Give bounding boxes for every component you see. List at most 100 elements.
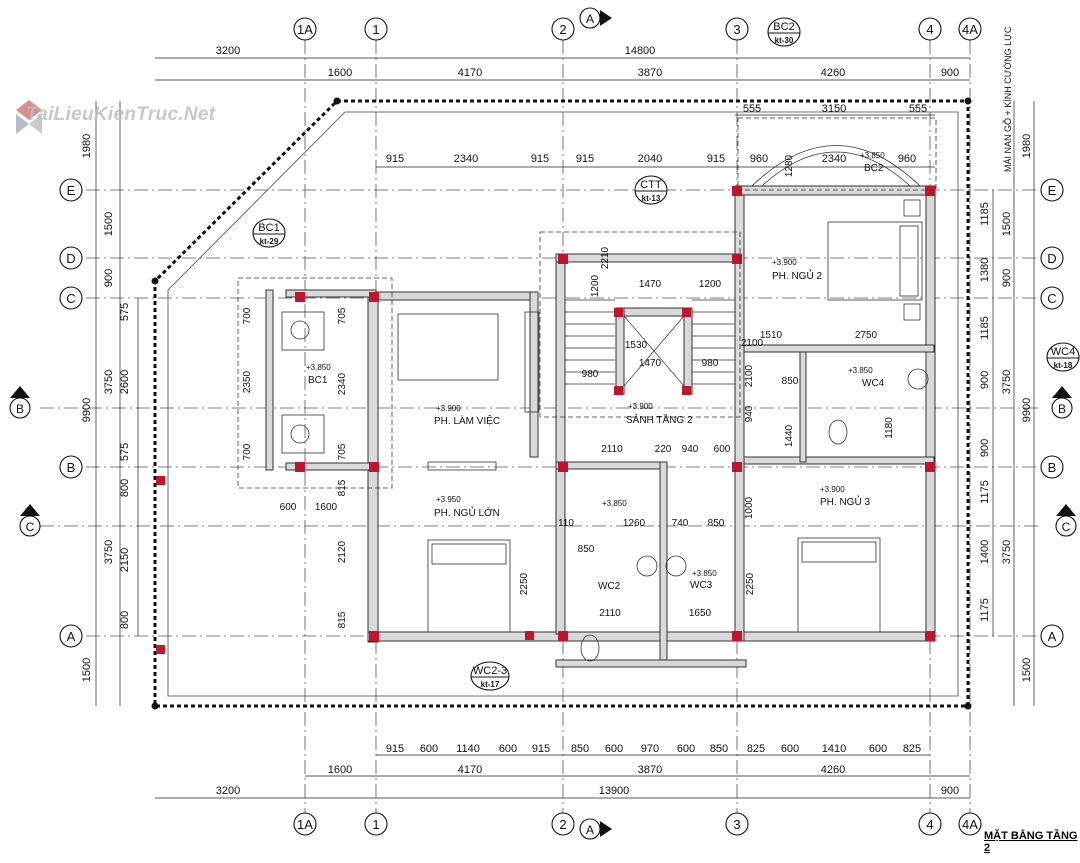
dimension-lines bbox=[95, 57, 1035, 799]
callout-ctt-sheet: kt-13 bbox=[642, 194, 661, 203]
dim-right-outer-1: 1980 bbox=[1021, 134, 1033, 158]
dim-left-outer-8: 1500 bbox=[81, 658, 93, 682]
dim-right-outer-5: 3750 bbox=[1001, 540, 1013, 564]
room-name-ngu-lon: PH. NGỦ LỚN bbox=[434, 506, 500, 519]
interior-dim-34: 700 bbox=[242, 443, 253, 460]
grid-label-1A-bottom: 1A bbox=[297, 817, 313, 832]
dim-bottom-detail-4: 600 bbox=[499, 743, 517, 755]
dim-bottom-detail-11: 825 bbox=[747, 743, 765, 755]
interior-dim-28: 1600 bbox=[315, 502, 338, 513]
grid-label-A-left: A bbox=[67, 629, 76, 644]
interior-dim-41: 2100 bbox=[744, 364, 755, 387]
interior-dim-12: 220 bbox=[655, 444, 672, 455]
dim-bottom-detail-9: 600 bbox=[677, 743, 695, 755]
interior-dim-19: 850 bbox=[578, 544, 595, 555]
callout-bc1-code: BC1 bbox=[258, 222, 279, 234]
room-level-sanh: +3.900 bbox=[628, 402, 653, 411]
room-name-lam-viec: PH. LÀM VIỆC bbox=[434, 414, 500, 427]
dim-bottom-detail-6: 850 bbox=[571, 743, 589, 755]
dim-top-detail-9: 960 bbox=[898, 153, 916, 165]
dim-top-bay-5: 900 bbox=[941, 67, 959, 79]
callout-ctt-code: CTT bbox=[640, 179, 662, 191]
grid-label-B-right: B bbox=[1048, 460, 1057, 475]
section-markers bbox=[9, 7, 1077, 840]
dim-top-bay-4: 4260 bbox=[821, 67, 845, 79]
dim-bottom-bay-4: 4260 bbox=[821, 764, 845, 776]
interior-dim-9: 2750 bbox=[855, 330, 878, 341]
interior-dim-42: 1280 bbox=[784, 154, 795, 177]
callout-bc1-sheet: kt-29 bbox=[260, 237, 279, 246]
grid-label-4-bottom: 4 bbox=[926, 817, 933, 832]
dim-right-inner-1: 1185 bbox=[979, 202, 991, 226]
columns bbox=[156, 186, 935, 654]
callout-bc2-code: BC2 bbox=[773, 21, 794, 33]
callout-bubbles bbox=[252, 17, 1080, 691]
interior-dim-38: 1000 bbox=[744, 496, 755, 519]
dim-top-balcony-1: 555 bbox=[743, 103, 761, 115]
dim-right-outer-2: 1500 bbox=[1001, 212, 1013, 236]
dim-top-balcony-3: 555 bbox=[909, 103, 927, 115]
grid-label-4A-top: 4A bbox=[962, 22, 978, 37]
dim-bottom-bay-2: 4170 bbox=[458, 764, 482, 776]
interior-dim-40: 1200 bbox=[590, 274, 601, 297]
dim-top-detail-8: 2340 bbox=[822, 153, 846, 165]
room-name-wc2: WC2 bbox=[598, 581, 621, 592]
interior-dim-37: 940 bbox=[744, 405, 755, 422]
dim-top-detail-1: 915 bbox=[386, 153, 404, 165]
interior-dim-6: 1530 bbox=[625, 340, 648, 351]
dim-bottom-bay-1: 1600 bbox=[328, 764, 352, 776]
dim-right-inner-2: 1380 bbox=[979, 258, 991, 282]
interior-dim-14: 600 bbox=[714, 444, 731, 455]
interior-dim-4: 980 bbox=[582, 369, 599, 380]
dim-right-inner-8: 1175 bbox=[979, 598, 991, 622]
grid-label-C-left: C bbox=[66, 291, 75, 306]
dim-bottom-detail-1: 915 bbox=[386, 743, 404, 755]
beds bbox=[427, 221, 923, 633]
interior-dim-10: 850 bbox=[782, 376, 799, 387]
dim-top-bay-2: 4170 bbox=[458, 67, 482, 79]
grid-label-4A-bottom: 4A bbox=[962, 817, 978, 832]
roof-outline bbox=[151, 97, 972, 710]
section-label-B-right: B bbox=[1058, 402, 1066, 416]
section-label-C-right: C bbox=[1062, 520, 1071, 534]
watermark-text: TaiLieuKienTruc.Net bbox=[26, 104, 216, 125]
dim-bottom-detail-5: 915 bbox=[532, 743, 550, 755]
grid-label-D-right: D bbox=[1047, 251, 1056, 266]
grid-label-C-right: C bbox=[1047, 291, 1056, 306]
dim-top-detail-6: 915 bbox=[707, 153, 725, 165]
grid-label-3-top: 3 bbox=[733, 22, 740, 37]
dim-left-outer-1: 1980 bbox=[81, 134, 93, 158]
grid-bubbles bbox=[59, 17, 1064, 836]
room-name-bc1: BC1 bbox=[308, 375, 328, 386]
dim-bottom-detail-14: 600 bbox=[869, 743, 887, 755]
dim-top-detail-2: 2340 bbox=[454, 153, 478, 165]
room-name-ngu-2: PH. NGỦ 2 bbox=[772, 269, 822, 282]
dim-top-left: 3200 bbox=[216, 45, 240, 57]
dim-right-inner-4: 900 bbox=[979, 371, 991, 389]
dim-left-outer-2: 1500 bbox=[103, 212, 115, 236]
side-note: MÁI NAN GỖ + KÍNH CƯỜNG LỰC bbox=[1003, 26, 1013, 172]
dim-left-outer-4: 3750 bbox=[103, 370, 115, 394]
room-level-lam-viec: +3.900 bbox=[436, 404, 461, 413]
room-level-ngu-3: +3.900 bbox=[820, 485, 845, 494]
stair bbox=[539, 231, 741, 418]
dim-top-detail-7: 960 bbox=[750, 153, 768, 165]
grid-label-1A-top: 1A bbox=[297, 22, 313, 37]
grid-label-2-bottom: 2 bbox=[559, 817, 566, 832]
interior-dim-26: 815 bbox=[337, 611, 348, 628]
dim-top-detail-5: 2040 bbox=[638, 153, 662, 165]
grid-label-1-top: 1 bbox=[372, 22, 379, 37]
interior-dim-29: 705 bbox=[337, 307, 348, 324]
callout-bc2-sheet: kt-30 bbox=[775, 36, 794, 45]
interior-dim-31: 705 bbox=[337, 443, 348, 460]
interior-dim-3: 1470 bbox=[639, 358, 662, 369]
dim-left-inner-3: 575 bbox=[119, 443, 131, 461]
interior-dim-32: 700 bbox=[242, 307, 253, 324]
interior-dim-39: 2210 bbox=[600, 246, 611, 269]
interior-dim-27: 600 bbox=[280, 502, 297, 513]
dim-left-outer-7: 800 bbox=[119, 611, 131, 629]
room-name-sanh: SẢNH TẦNG 2 bbox=[626, 413, 693, 426]
dim-bottom-detail-13: 1410 bbox=[822, 743, 846, 755]
dim-top-detail-4: 915 bbox=[576, 153, 594, 165]
